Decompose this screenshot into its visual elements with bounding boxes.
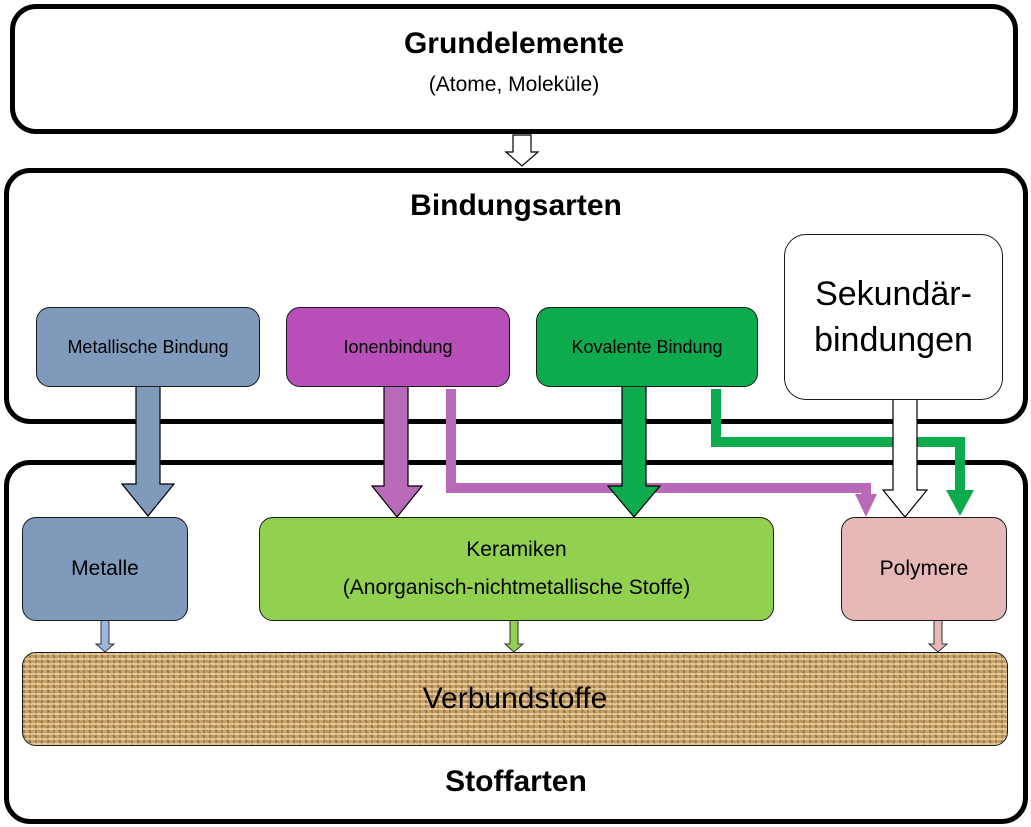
metalle-box: Metalle (22, 517, 188, 621)
verbundstoffe-box: Verbundstoffe (22, 652, 1008, 746)
kovalente-bindung-box: Kovalente Bindung (536, 307, 758, 387)
metallische-bindung-label: Metallische Bindung (67, 336, 229, 357)
polymere-box: Polymere (841, 517, 1007, 621)
bindungsarten-title: Bindungsarten (410, 189, 622, 222)
grundelemente-title: Grundelemente (403, 27, 625, 60)
keramiken-label: Keramiken (466, 538, 567, 561)
arrow-grund-to-bindung (504, 134, 540, 167)
verbundstoffe-label: Verbundstoffe (422, 682, 608, 715)
ionenbindung-label: Ionenbindung (343, 336, 453, 357)
sekundaerbindungen-box: Sekundär- bindungen (784, 234, 1003, 400)
polymere-label: Polymere (879, 557, 969, 580)
metalle-label: Metalle (71, 557, 139, 580)
ionenbindung-box: Ionenbindung (286, 307, 510, 387)
grundelemente-box: Grundelemente (Atome, Moleküle) (10, 4, 1018, 134)
keramiken-sublabel: (Anorganisch-nichtmetallische Stoffe) (342, 576, 691, 599)
grundelemente-subtitle: (Atome, Moleküle) (428, 73, 600, 96)
stoffarten-title: Stoffarten (445, 765, 587, 798)
sekundaerbindungen-label-line2: bindungen (814, 321, 973, 359)
kovalente-bindung-label: Kovalente Bindung (571, 336, 723, 357)
sekundaerbindungen-label-line1: Sekundär- (815, 275, 972, 313)
metallische-bindung-box: Metallische Bindung (36, 307, 260, 387)
stoffarten-frame: Stoffarten (4, 460, 1028, 824)
keramiken-box: Keramiken (Anorganisch-nichtmetallische … (259, 517, 774, 621)
